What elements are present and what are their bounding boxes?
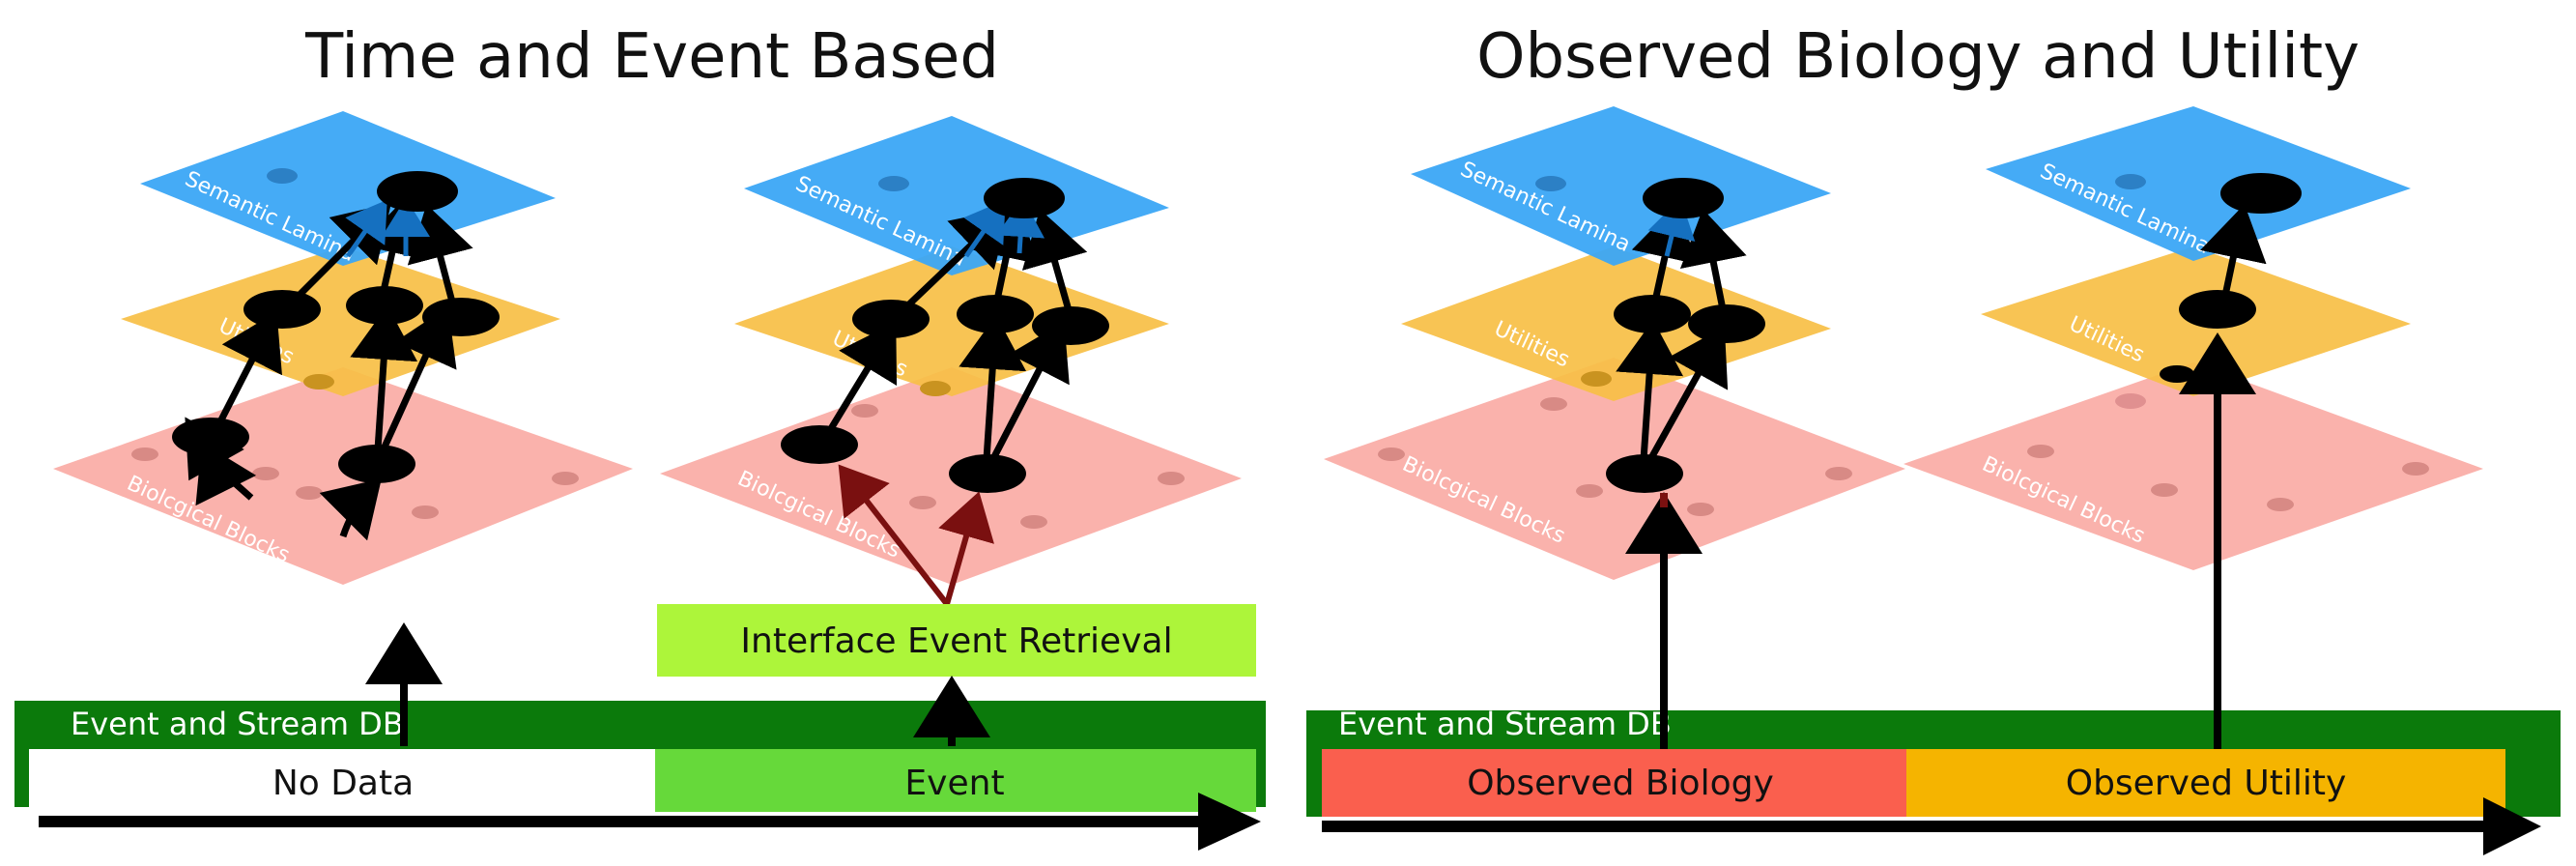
node-sem-c1 <box>1643 178 1724 218</box>
node-util-c1 <box>1614 295 1691 333</box>
node-util-a2 <box>346 286 423 325</box>
biological-plane <box>1903 362 2483 570</box>
stack-a: Biolcgical Blocks Utilities Semantic Lam… <box>53 111 633 585</box>
left-db-label: Event and Stream DB <box>71 706 404 742</box>
retrieval-arrows <box>838 464 994 606</box>
stack-b: Biolcgical Blocks Utilities Semantic Lam… <box>660 116 1242 585</box>
node-util-b1 <box>852 300 930 338</box>
event-label: Event <box>904 764 1004 803</box>
left-time-axis-head <box>1198 793 1261 851</box>
interface-event-retrieval-label: Interface Event Retrieval <box>740 621 1172 661</box>
node-util-d2 <box>2160 365 2194 383</box>
left-title: Time and Event Based <box>304 21 999 93</box>
node-util-d1 <box>2179 290 2256 329</box>
node-bio-b2 <box>949 454 1026 493</box>
node-sem-a1 <box>377 171 458 212</box>
stack-d: Biolcgical Blocks Utilities Semantic Lam… <box>1903 106 2483 570</box>
utilities-plane <box>1401 246 1831 401</box>
event-segment <box>655 749 1256 812</box>
node-util-b3 <box>1032 306 1109 345</box>
right-time-axis-head <box>2483 797 2541 855</box>
no-data-segment <box>29 749 655 812</box>
right-title: Observed Biology and Utility <box>1476 21 2360 93</box>
node-bio-b1 <box>781 425 858 464</box>
observed-utility-segment <box>1906 749 2505 817</box>
observed-biology-segment <box>1322 749 1906 817</box>
semantic-plane <box>1986 106 2411 261</box>
node-bio-a1 <box>172 418 249 456</box>
observed-biology-label: Observed Biology <box>1467 764 1774 803</box>
observed-utility-label: Observed Utility <box>2066 764 2347 803</box>
node-bio-a2 <box>338 445 415 483</box>
right-db-label: Event and Stream DB <box>1338 706 1672 742</box>
node-util-a1 <box>243 290 321 329</box>
node-util-b2 <box>957 295 1034 333</box>
node-sem-d1 <box>2220 173 2302 214</box>
stack-c: Biolcgical Blocks Utilities Semantic Lam… <box>1324 106 1905 580</box>
no-data-label: No Data <box>272 764 414 803</box>
node-util-c2 <box>1688 304 1765 343</box>
node-bio-c1 <box>1606 454 1683 493</box>
node-util-a3 <box>422 298 500 336</box>
interface-event-retrieval-box <box>657 604 1256 677</box>
node-sem-b1 <box>984 178 1065 218</box>
